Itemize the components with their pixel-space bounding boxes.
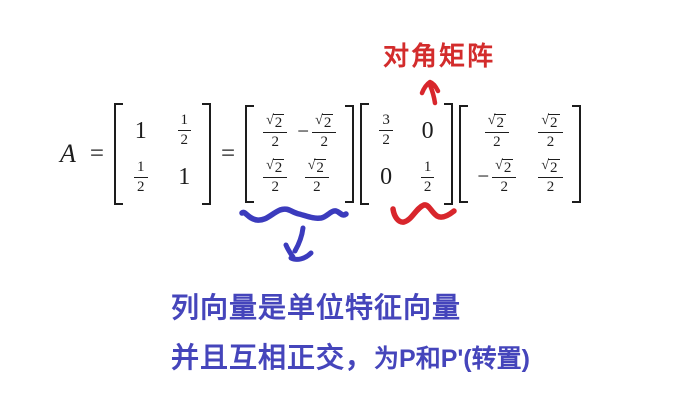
matrix-cell: 0 <box>380 164 393 191</box>
blue-underline-squiggle <box>239 206 349 223</box>
note-eigenvectors: 列向量是单位特征向量 <box>171 292 462 323</box>
symbol-A: A <box>60 139 76 168</box>
matrix-cell: 0 <box>421 117 434 144</box>
matrix-bracket-left <box>114 103 123 205</box>
matrix-bracket-right <box>571 104 581 204</box>
note-orthogonal: 并且互相正交，为P和P'(转置) <box>171 336 530 376</box>
diagonal-matrix-label: 对角矩阵 <box>383 41 496 71</box>
note-orthogonal-part1: 并且互相正交， <box>171 342 375 373</box>
matrix-bracket-right <box>345 104 355 204</box>
matrix-cell: 1 <box>134 117 147 144</box>
matrix-bracket-left <box>360 103 370 205</box>
red-up-arrow <box>419 79 441 106</box>
matrix-bracket-right <box>202 103 211 205</box>
blue-down-arrow <box>283 225 314 262</box>
matrix-bracket-left <box>459 104 469 204</box>
matrix-bracket-left <box>245 104 255 204</box>
equals-sign: = <box>221 140 236 167</box>
matrix-cell: 1 <box>178 164 191 191</box>
matrix-bracket-right <box>444 103 454 205</box>
red-squiggle <box>390 202 457 225</box>
equals-sign: = <box>89 140 104 167</box>
note-orthogonal-part2: 为P和P'(转置) <box>374 345 530 373</box>
